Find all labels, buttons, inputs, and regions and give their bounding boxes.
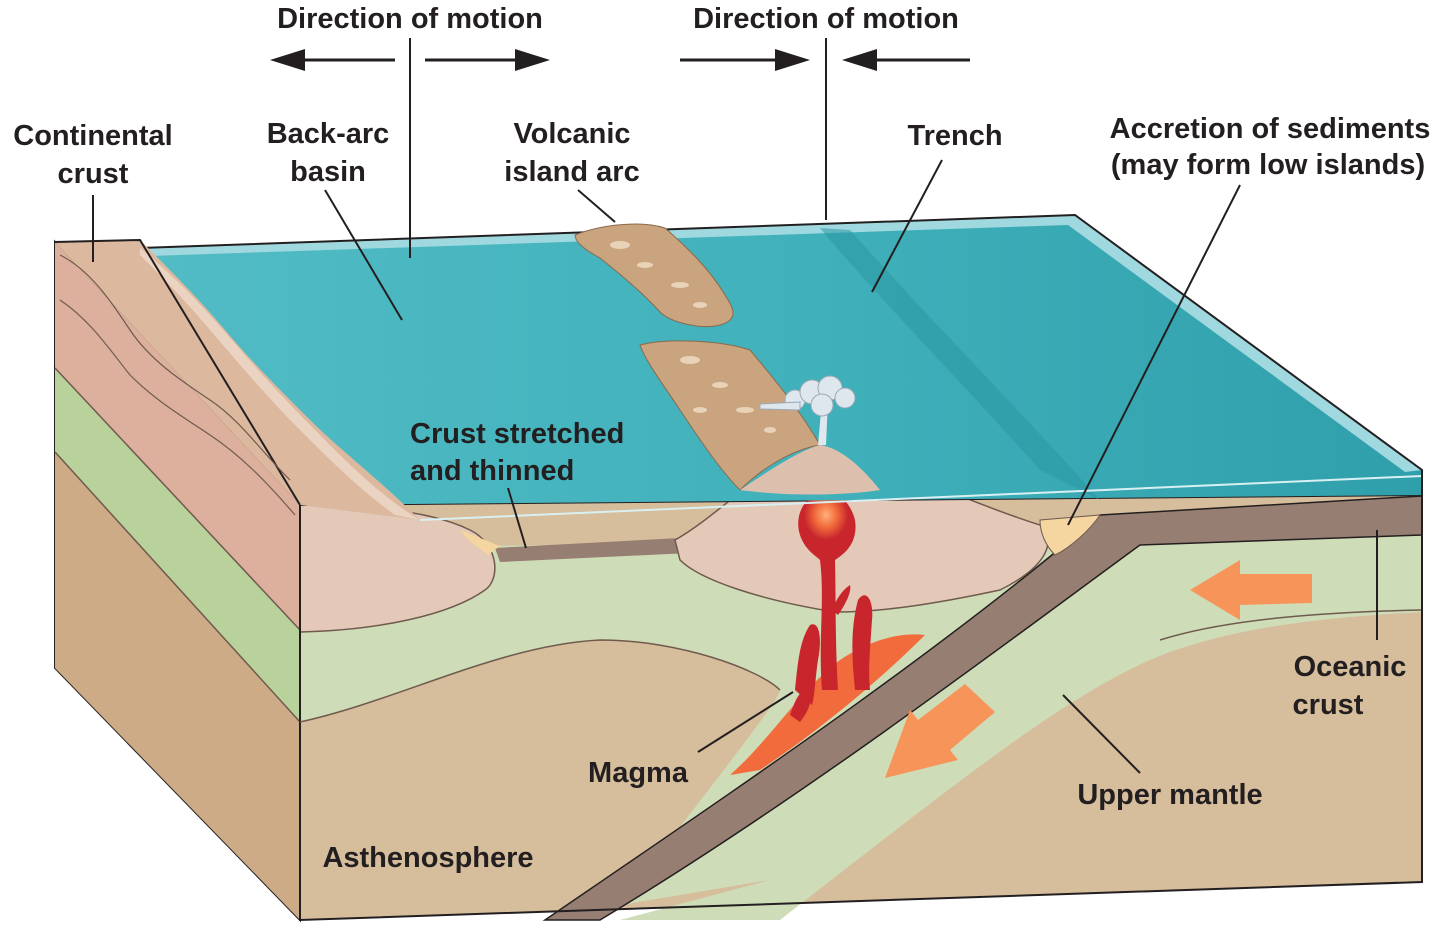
volcanic-island-arc-label-line2: island arc xyxy=(504,156,639,188)
mantle-flow-arrow-slab xyxy=(885,684,995,778)
continental-crust-label-line2: crust xyxy=(58,158,129,190)
volcanic-island-arc xyxy=(574,223,821,491)
asthenosphere-label: Asthenosphere xyxy=(322,842,533,874)
direction-label-right: Direction of motion xyxy=(693,3,959,35)
oceanic-crust-label-line1: Oceanic xyxy=(1294,651,1407,683)
labels: Direction of motion Direction of motion … xyxy=(13,3,1430,874)
continental-crust-label-line1: Continental xyxy=(13,120,173,152)
mantle-flow-arrow-right xyxy=(1190,560,1312,620)
block-front-face xyxy=(299,444,1423,922)
oceanic-crust-label-line2: crust xyxy=(1293,689,1364,721)
leader-lines xyxy=(92,159,1378,774)
trench-label: Trench xyxy=(907,120,1002,152)
ocean-surface xyxy=(139,213,1423,521)
eruption-cloud xyxy=(759,375,856,417)
volcano xyxy=(740,375,880,495)
volcanic-island-arc-label-line1: Volcanic xyxy=(513,118,630,150)
back-arc-basin-label-line1: Back-arc xyxy=(267,118,390,150)
block-left-face xyxy=(54,239,301,923)
crust-stretched-label-line1: Crust stretched xyxy=(410,418,624,450)
direction-label-left: Direction of motion xyxy=(277,3,543,35)
back-arc-basin-label-line2: basin xyxy=(290,156,366,188)
crust-stretched-label-line2: and thinned xyxy=(410,455,574,487)
accretion-label-line1: Accretion of sediments xyxy=(1110,113,1431,145)
accretion-label-line2: (may form low islands) xyxy=(1111,149,1425,181)
upper-mantle-label: Upper mantle xyxy=(1077,779,1262,811)
direction-arrows-left xyxy=(270,38,550,258)
continental-landmass xyxy=(54,238,420,520)
magma-label: Magma xyxy=(588,757,689,789)
direction-arrows-right xyxy=(680,38,970,220)
